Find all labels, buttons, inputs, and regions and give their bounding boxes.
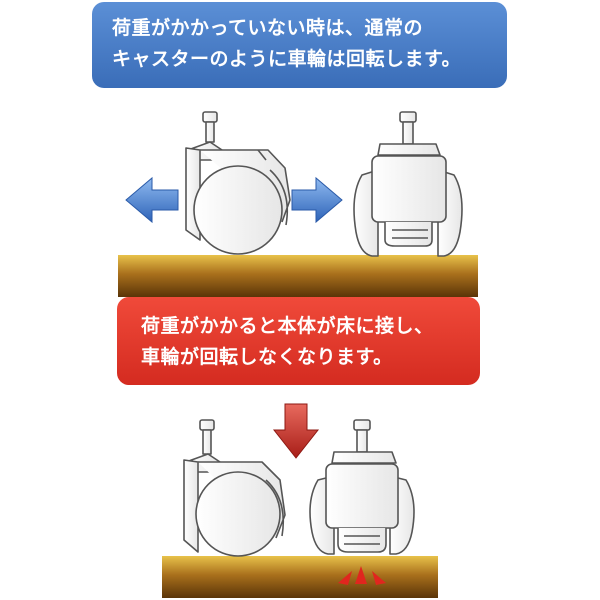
callout-loaded-line-1: 荷重がかかると本体が床に接し、 <box>141 315 434 337</box>
callout-loaded: 荷重がかかると本体が床に接し、 車輪が回転しなくなります。 <box>117 297 480 385</box>
contact-marks-icon <box>338 566 386 585</box>
caster-side-view-upper <box>185 111 291 255</box>
callout-unloaded-line-2: キャスターのように車輪は回転します。 <box>112 48 462 70</box>
callout-unloaded: 荷重がかかっていない時は、通常の キャスターのように車輪は回転します。 <box>92 2 507 88</box>
caster-front-view-lower <box>309 419 415 555</box>
down-arrow-icon <box>272 403 320 459</box>
caster-side-view-lower <box>183 419 286 557</box>
floor-lower <box>162 556 438 598</box>
left-arrow-icon <box>125 176 179 224</box>
floor-upper <box>118 255 478 297</box>
caster-front-view-upper <box>353 111 463 257</box>
callout-loaded-line-2: 車輪が回転しなくなります。 <box>141 346 393 368</box>
callout-unloaded-line-1: 荷重がかかっていない時は、通常の <box>112 17 424 39</box>
right-arrow-icon <box>291 176 343 224</box>
